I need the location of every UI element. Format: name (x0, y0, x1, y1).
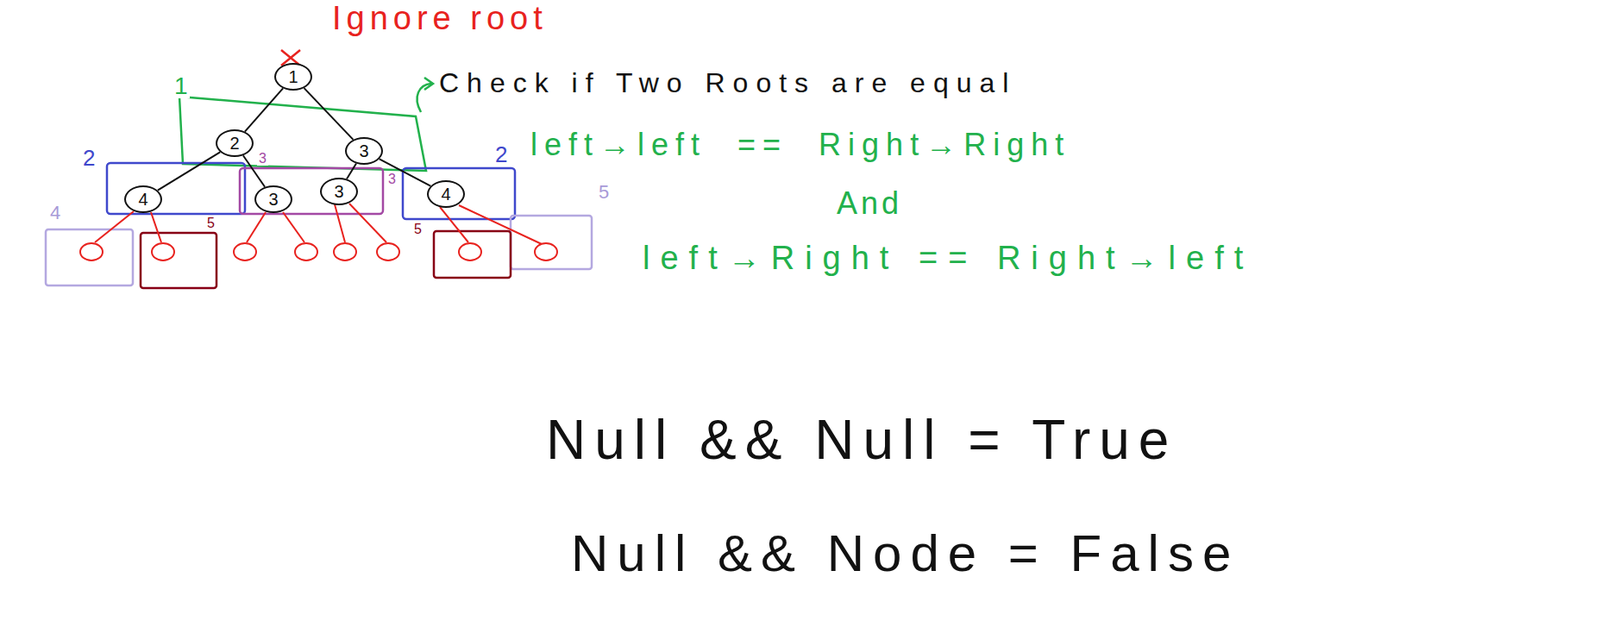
tree-edge (157, 151, 220, 190)
node-value: 1 (288, 68, 298, 86)
null-leaf (333, 243, 357, 261)
tree-node: 3 (320, 177, 358, 206)
leaf-line (282, 212, 305, 243)
null-leaf (534, 243, 558, 261)
group-number: 2 (493, 143, 509, 166)
tree-node: 3 (254, 185, 293, 214)
tree-node: 3 (345, 137, 383, 165)
node-value: 3 (333, 182, 344, 201)
pointer-head (424, 77, 433, 90)
leaf-line (246, 212, 266, 243)
green-group-outline (179, 96, 427, 171)
rule-text: Null && Null = True (545, 412, 1178, 468)
leaf-line (439, 207, 469, 243)
blue-group-outline (106, 163, 245, 214)
group-number: 5 (412, 222, 424, 237)
group-number: 4 (48, 203, 63, 223)
null-leaf (80, 243, 103, 261)
node-value: 4 (138, 190, 148, 208)
rule-text: Null && Node = False (570, 527, 1240, 580)
pointer-curve (417, 83, 432, 113)
blue-group-outline (402, 168, 515, 220)
null-leaf (233, 243, 257, 261)
node-value: 3 (268, 190, 278, 208)
leaf-line (349, 203, 387, 243)
null-leaf (151, 243, 175, 261)
null-leaf (458, 243, 482, 261)
group-number: 5 (205, 216, 217, 231)
group-number: 3 (386, 172, 398, 187)
null-leaf (376, 243, 400, 261)
node-value: 4 (440, 185, 451, 203)
purple-group-outline (239, 168, 383, 214)
tree-node: 4 (124, 185, 163, 214)
tree-edge (346, 163, 357, 180)
tree-edge (304, 87, 354, 140)
darkred-group-outline (140, 232, 217, 289)
null-leaves (80, 203, 558, 261)
group-number: 2 (81, 146, 97, 170)
lavender-group-outline (510, 215, 592, 270)
lavender-group-outline (45, 229, 133, 286)
green-pointer (417, 77, 433, 113)
group-number: 3 (257, 151, 269, 166)
node-value: 3 (358, 142, 369, 160)
condition-text: left→left == Right→Right (530, 129, 1071, 161)
tree-edge (379, 158, 431, 186)
null-leaf (294, 243, 318, 261)
leaf-line (334, 204, 346, 243)
darkred-group-outline (433, 231, 511, 278)
tree-node: 4 (426, 180, 465, 208)
leaf-line (458, 205, 542, 245)
condition-text: And (836, 188, 903, 220)
tree-edge (244, 87, 283, 132)
group-number: 5 (596, 182, 611, 202)
node-value: 2 (229, 134, 239, 152)
condition-text: left→Right == Right→left (642, 241, 1254, 275)
note-text: Check if Two Roots are equal (439, 69, 1017, 97)
group-number: 1 (172, 74, 190, 99)
tree-node: 1 (274, 62, 313, 91)
note-text: Ignore root (332, 1, 548, 35)
tree-node: 2 (215, 129, 254, 157)
leaf-line (150, 212, 162, 243)
leaf-line (94, 211, 134, 243)
